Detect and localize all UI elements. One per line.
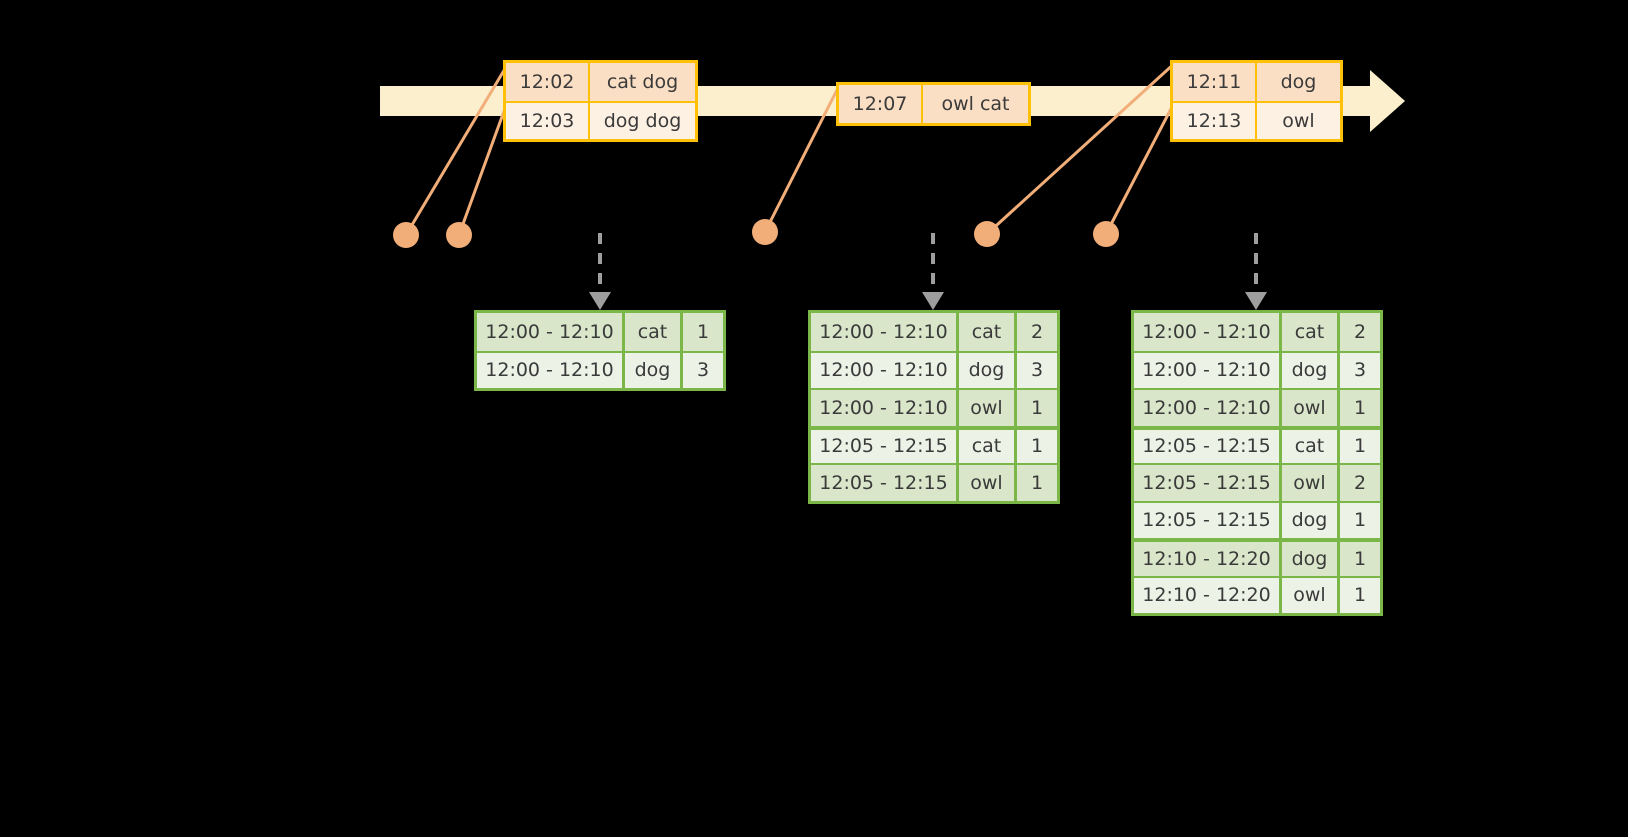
down-arrow-1-head [589, 292, 611, 310]
key-cell: dog [625, 352, 683, 388]
event-time: 12:11 [1173, 63, 1257, 101]
connector-dots-group [393, 219, 1119, 248]
key-cell: dog [1282, 542, 1340, 576]
event-group-3[interactable]: 12:11 dog 12:13 owl [1170, 60, 1343, 142]
window-cell: 12:10 - 12:20 [1134, 542, 1282, 576]
key-cell: cat [1282, 429, 1340, 463]
window-cell: 12:05 - 12:15 [1134, 429, 1282, 463]
window-cell: 12:00 - 12:10 [1134, 352, 1282, 388]
count-cell: 1 [1353, 547, 1367, 570]
event-text: cat dog [606, 71, 679, 93]
count-cell: 1 [1030, 471, 1044, 494]
count-cell: 1 [1353, 509, 1367, 532]
key-cell: owl [1282, 465, 1340, 501]
connector-dot-2 [446, 222, 472, 248]
connector-line-2 [457, 102, 509, 236]
window-cell: 12:00 - 12:10 [477, 313, 625, 351]
window-cell: 12:00 - 12:10 [1134, 313, 1282, 351]
key-cell: dog [1282, 352, 1340, 388]
count-cell: 3 [1353, 359, 1367, 382]
window-cell: 12:00 - 12:10 [811, 352, 959, 388]
down-arrow-2-head [922, 292, 944, 310]
window-cell: 12:05 - 12:15 [811, 465, 959, 501]
key-cell: owl [1282, 390, 1340, 426]
count-cell: 1 [1030, 396, 1044, 419]
count-cell: 2 [1030, 320, 1044, 343]
event-time: 12:02 [506, 63, 590, 101]
event-row[interactable]: 12:07 owl cat [839, 85, 1028, 123]
key-cell: owl [959, 465, 1017, 501]
count-cell: 1 [1353, 584, 1367, 607]
event-row[interactable]: 12:13 owl [1173, 101, 1340, 139]
count-cell: 2 [1353, 320, 1367, 343]
event-time: 12:03 [506, 103, 590, 139]
down-arrow-3-head [1245, 292, 1267, 310]
key-cell: owl [959, 390, 1017, 426]
key-cell: cat [625, 313, 683, 351]
event-time: 12:07 [839, 85, 923, 123]
window-cell: 12:10 - 12:20 [1134, 577, 1282, 613]
event-row[interactable]: 12:11 dog [1173, 63, 1340, 101]
window-cell: 12:00 - 12:10 [811, 313, 959, 351]
key-cell: cat [959, 429, 1017, 463]
event-time: 12:13 [1173, 103, 1257, 139]
key-cell: cat [1282, 313, 1340, 351]
key-cell: dog [1282, 502, 1340, 538]
event-text: owl [1282, 110, 1315, 132]
count-cell: 1 [1353, 435, 1367, 458]
event-text: dog [1280, 71, 1317, 93]
count-cell: 3 [696, 359, 710, 382]
event-row[interactable]: 12:02 cat dog [506, 63, 695, 101]
connector-dot-1 [393, 222, 419, 248]
connector-dot-4 [974, 221, 1000, 247]
count-cell: 1 [1353, 396, 1367, 419]
window-cell: 12:05 - 12:15 [811, 429, 959, 463]
count-cell: 2 [1353, 471, 1367, 494]
count-cell: 1 [1030, 435, 1044, 458]
connector-line-1 [404, 61, 511, 236]
window-cell: 12:00 - 12:10 [811, 390, 959, 426]
connector-line-5 [1104, 102, 1176, 235]
connector-line-3 [763, 83, 842, 233]
key-cell: owl [1282, 577, 1340, 613]
window-cell: 12:00 - 12:10 [1134, 390, 1282, 426]
event-text: dog dog [603, 110, 682, 132]
window-cell: 12:05 - 12:15 [1134, 502, 1282, 538]
window-cell: 12:05 - 12:15 [1134, 465, 1282, 501]
event-group-1[interactable]: 12:02 cat dog 12:03 dog dog [503, 60, 698, 142]
event-group-2[interactable]: 12:07 owl cat [836, 82, 1031, 126]
key-cell: cat [959, 313, 1017, 351]
key-cell: dog [959, 352, 1017, 388]
down-arrows-group [589, 233, 1267, 310]
count-cell: 1 [696, 320, 710, 343]
connector-dot-5 [1093, 221, 1119, 247]
connector-dot-3 [752, 219, 778, 245]
event-text: owl cat [941, 93, 1010, 115]
window-cell: 12:00 - 12:10 [477, 352, 625, 388]
event-row[interactable]: 12:03 dog dog [506, 101, 695, 139]
count-cell: 3 [1030, 359, 1044, 382]
